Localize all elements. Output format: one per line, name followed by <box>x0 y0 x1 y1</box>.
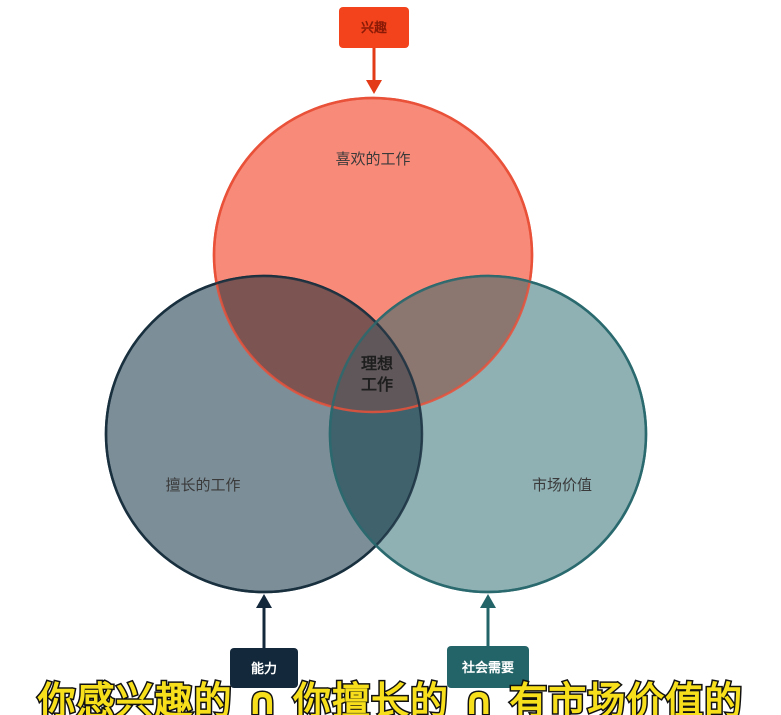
tag-interest <box>339 7 409 48</box>
video-subtitle: 你感兴趣的 ∩ 你擅长的 ∩ 有市场价值的 <box>36 678 744 715</box>
label-left-circle: 擅长的工作 <box>165 476 240 494</box>
label-center-line1: 理想 <box>361 354 393 373</box>
tag-interest-label: 兴趣 <box>361 20 388 36</box>
tag-ability-label: 能力 <box>251 661 277 677</box>
label-top-circle: 喜欢的工作 <box>335 150 410 168</box>
overlap-interest-society <box>330 276 532 412</box>
arrow-ability-head <box>256 594 272 608</box>
tag-ability <box>230 648 298 688</box>
label-right-circle: 市场价值 <box>532 476 592 494</box>
label-center-line2: 工作 <box>361 375 393 394</box>
tag-society <box>447 646 529 688</box>
arrow-society-head <box>480 594 496 608</box>
arrow-interest-head <box>366 80 382 94</box>
overlap-interest-ability <box>214 276 422 412</box>
tag-society-label: 社会需要 <box>461 660 514 676</box>
